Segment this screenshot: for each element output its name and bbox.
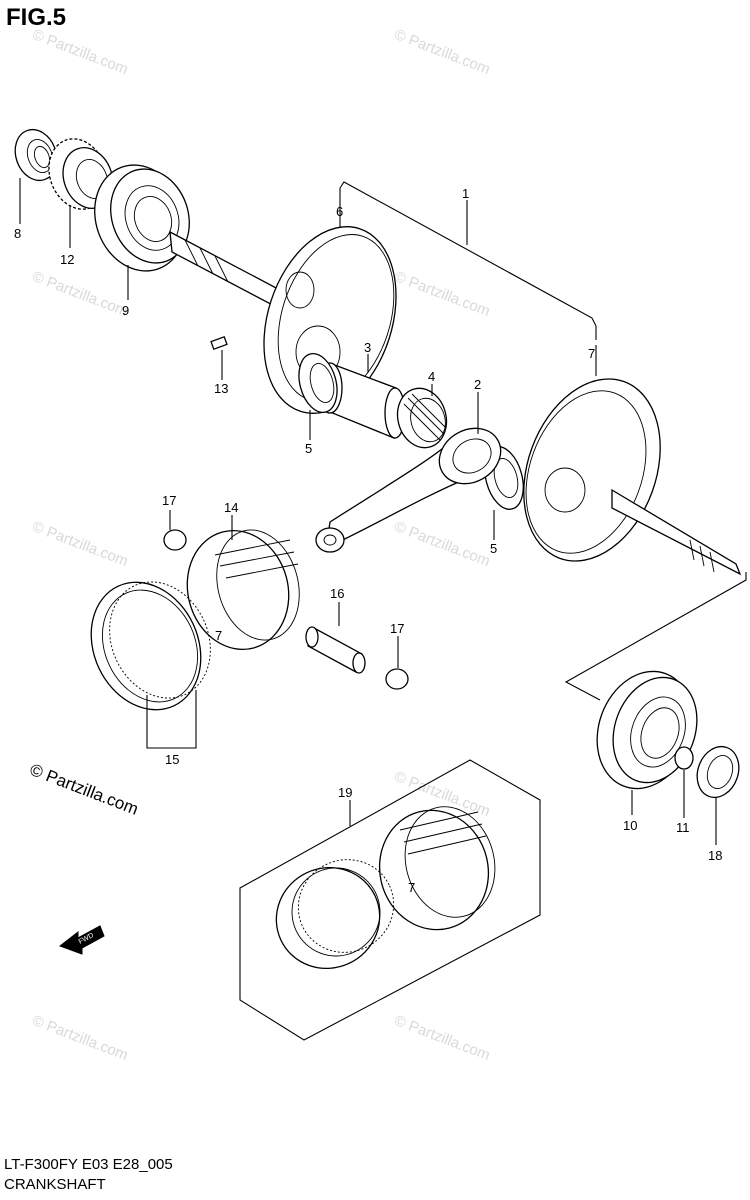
callout-9: 9 bbox=[122, 303, 129, 318]
callout-2: 2 bbox=[474, 377, 481, 392]
callout-6: 6 bbox=[336, 204, 343, 219]
callout-14: 14 bbox=[224, 500, 238, 515]
part-14-piston: 7 bbox=[186, 529, 300, 651]
part-16-piston-pin bbox=[305, 626, 366, 674]
part-12-gear bbox=[48, 138, 114, 210]
callout-3: 3 bbox=[364, 340, 371, 355]
callout-5-right: 5 bbox=[490, 541, 497, 556]
part-17-circlip-right bbox=[385, 668, 409, 690]
part-13-key bbox=[210, 336, 228, 380]
part-9-bearing bbox=[94, 164, 190, 272]
callout-5-left: 5 bbox=[305, 441, 312, 456]
part-15-piston-rings bbox=[90, 581, 211, 749]
figure-title: FIG.5 bbox=[6, 4, 67, 31]
callout-1: 1 bbox=[462, 186, 469, 201]
callout-11: 11 bbox=[676, 820, 690, 835]
part-10-bearing bbox=[596, 670, 698, 790]
leader-lines bbox=[19, 178, 717, 845]
callout-8: 8 bbox=[14, 226, 21, 241]
callout-12: 12 bbox=[60, 252, 74, 267]
callout-18: 18 bbox=[708, 848, 722, 863]
callout-16: 16 bbox=[330, 586, 344, 601]
bearing-bracket bbox=[564, 572, 747, 701]
callout-17-right: 17 bbox=[390, 621, 404, 636]
callout-17-left: 17 bbox=[162, 493, 176, 508]
part-18-oil-seal bbox=[696, 745, 740, 799]
part-19-piston-set-box: 7 bbox=[239, 759, 541, 1041]
callout-4: 4 bbox=[428, 369, 435, 384]
callout-19: 19 bbox=[338, 785, 352, 800]
part-17-circlip-left bbox=[163, 529, 187, 551]
part-7-right-crank-half bbox=[523, 345, 742, 576]
callout-10: 10 bbox=[623, 818, 637, 833]
part-11-o-ring bbox=[674, 746, 694, 770]
callout-15: 15 bbox=[165, 752, 179, 767]
section-name: CRANKSHAFT bbox=[4, 1176, 106, 1193]
crankshaft-assembly-bracket bbox=[339, 181, 597, 340]
part-8-oil-seal bbox=[14, 128, 58, 182]
model-code: LT-F300FY E03 E28_005 bbox=[4, 1156, 173, 1173]
callout-labels: 1 2 3 4 5 5 6 7 8 9 10 11 12 13 14 15 16… bbox=[14, 186, 722, 863]
forward-arrow-icon: FWD bbox=[58, 925, 105, 955]
svg-text:7: 7 bbox=[215, 628, 222, 643]
svg-text:7: 7 bbox=[408, 880, 415, 895]
part-5-washer-left bbox=[298, 353, 338, 413]
callout-13: 13 bbox=[214, 381, 228, 396]
part-4-needle-bearing bbox=[396, 387, 448, 449]
callout-7: 7 bbox=[588, 346, 595, 361]
part-2-connecting-rod bbox=[315, 427, 502, 553]
